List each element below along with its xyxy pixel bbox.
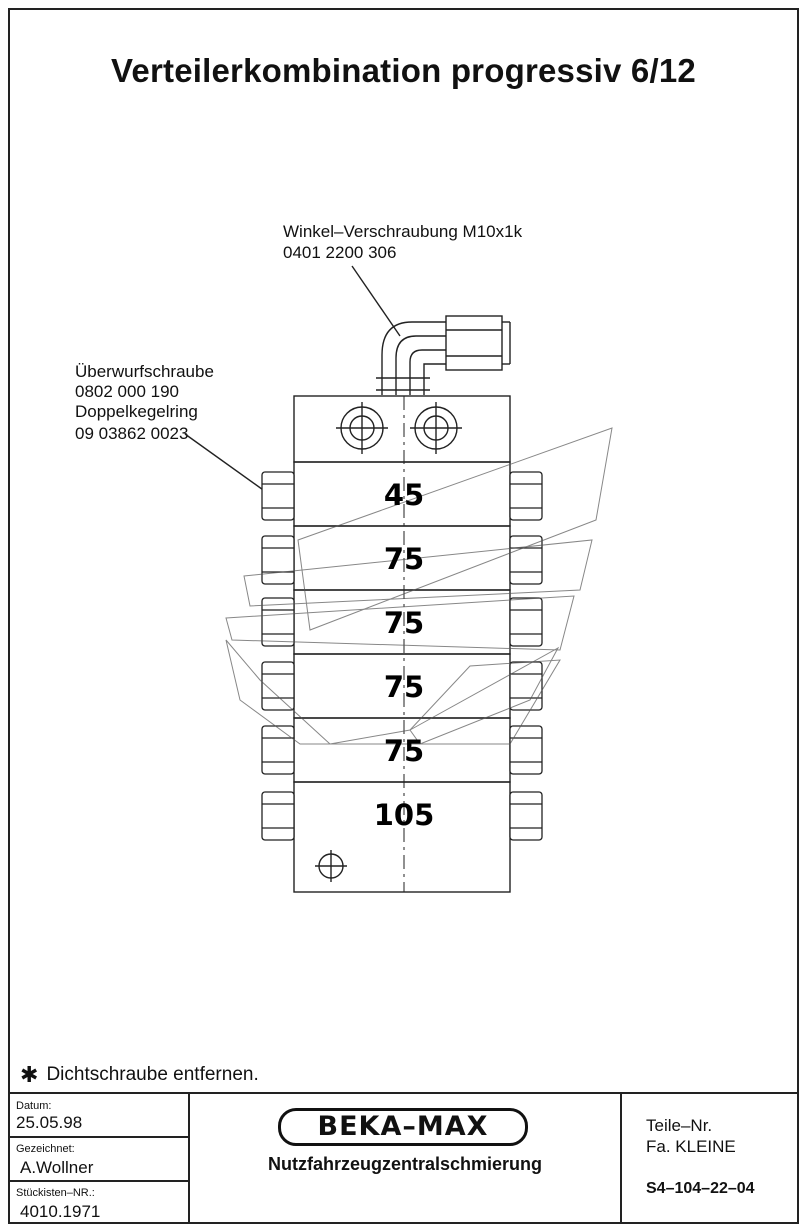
fitting-number-label: 0401 2200 306 [283,243,397,262]
part-number-label: Teile–Nr. [646,1116,713,1135]
company-subtitle: Nutzfahrzeugzentralschmierung [267,1154,543,1174]
screw-row-4 [261,661,543,711]
drawn-by-label: Gezeichnet: [16,1143,75,1155]
drawn-by-value: A.Wollner [20,1158,94,1177]
screw-number-label: 0802 000 190 [75,382,179,401]
section-3-number: 75 [384,606,424,640]
outlet-screws [261,471,543,841]
title-block-divider-right [620,1092,622,1224]
section-4-number: 75 [384,670,424,704]
screw-row-6 [261,791,543,841]
section-2-number: 75 [384,542,424,576]
drawing-frame [8,8,799,1224]
date-value: 25.05.98 [16,1113,83,1132]
angle-fitting [376,315,511,395]
footnote-text: Dichtschraube entfernen. [46,1064,259,1085]
screw-row-3 [261,597,543,647]
ring-number-label: 09 03862 0023 [75,424,189,443]
top-end-block [293,395,511,463]
ring-name-label: Doppelkegelring [75,402,198,421]
section-6-number: 105 [374,798,435,832]
screw-row-1 [261,471,543,521]
screw-name-label: Überwurfschraube [75,362,214,381]
title-block-top-border [8,1092,799,1094]
watermark-logo [225,427,613,745]
screw-row-5 [261,725,543,775]
footnote: ✱ Dichtschraube entfernen. [20,1060,259,1087]
beka-max-logo: BEKA–MAX [278,1108,528,1146]
drawing-title: Verteilerkombination progressiv 6/12 [111,52,696,89]
part-number-value: S4–104–22–04 [646,1180,755,1197]
title-block-row-line-1 [8,1136,188,1138]
company-name: Fa. KLEINE [646,1137,736,1156]
fitting-name-label: Winkel–Verschraubung M10x1k [283,222,523,241]
date-label: Datum: [16,1100,52,1112]
section-1-number: 45 [384,478,424,512]
parts-list-label: Stückisten–NR.: [16,1187,95,1199]
parts-list-value: 4010.1971 [20,1202,101,1221]
screw-leader-line [184,433,267,493]
fitting-leader-line [351,265,401,337]
title-block-row-line-2 [8,1180,188,1182]
section-5-number: 75 [384,734,424,768]
asterisk-icon: ✱ [20,1062,39,1087]
title-block-divider-left [188,1092,190,1224]
